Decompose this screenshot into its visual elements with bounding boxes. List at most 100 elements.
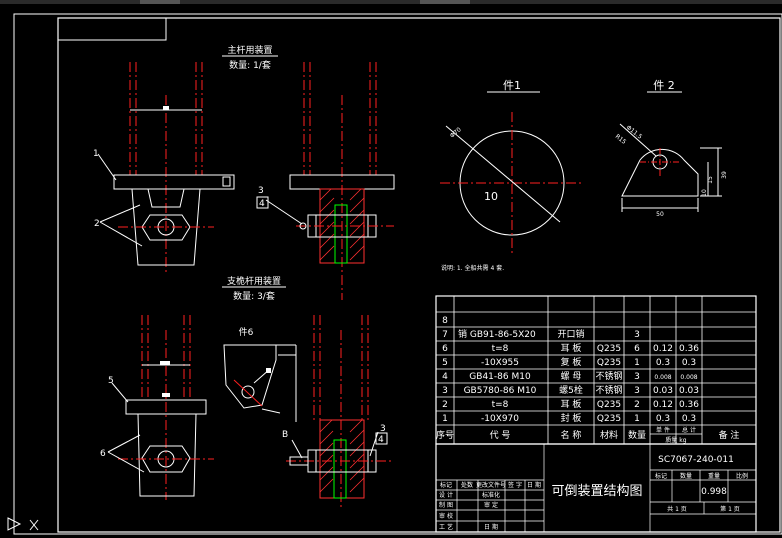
bom-row-2-mat: Q235 [597,400,621,410]
sign-r0-c0: 标记 [440,481,452,489]
part1-view: 件1 Φ70 10 说明: 1. 全船共需 4 套. [440,79,584,272]
part2-height: 39 [721,171,728,179]
bom-header-note: 备 注 [719,429,740,441]
bom-row-8-no: 8 [442,316,448,326]
toolbar-fragment [420,0,470,4]
bom-header-material: 材料 [600,429,618,441]
part6-detail: 件6 [223,326,297,422]
callout-1: 1 [93,149,99,159]
bom-row-4-name: 螺 母 [561,371,582,382]
part1-title: 件1 [503,79,521,92]
sign-r2-c0: 制 图 [439,501,453,509]
sign-r0-c4: 日 期 [527,481,541,489]
bom-row-5-code: -10X955 [481,358,519,368]
bom-row-4-qty: 3 [634,372,640,382]
bom-row-3-qty: 3 [634,386,640,396]
bom-row-6-code: t=8 [492,344,509,354]
general-note: 说明: 1. 全船共需 4 套. [441,264,504,272]
support-assembly-qty: 数量: 3/套 [233,290,275,302]
bom-row-4-no: 4 [442,372,448,382]
bom-row-5-unit: 0.3 [656,358,670,368]
part2-title: 件 2 [653,79,675,92]
bom-row-5-no: 5 [442,358,448,368]
part2-width: 50 [656,211,664,218]
bom-row-2-qty: 2 [634,400,640,410]
callout-b: B [282,430,288,440]
tb-label-mark: 标记 [655,472,667,480]
callout-2: 2 [94,219,100,229]
sheet-current: 第 1 页 [720,505,740,513]
bom-header-code: 代 号 [490,430,511,441]
callout-3: 3 [258,186,264,196]
bom-row-1-unit: 0.3 [656,414,670,424]
bom-header-no: 序号 [436,429,454,441]
bom-row-7-code: 销 GB91-86-5X20 [458,328,536,340]
callout-3-lower: 3 [380,424,386,434]
sign-r0-c3: 签 字 [508,481,522,489]
bom-row-1-no: 1 [442,414,448,424]
part2-hole: Φ11.5 [625,124,644,141]
bom-row-3-no: 3 [442,386,448,396]
callout-4-lower: 4 [378,435,384,445]
part1-thickness: 10 [484,190,498,203]
drawing-outer-frame [13,13,782,535]
support-front-view: 5 6 [100,315,214,500]
drawing-inner-frame [57,17,781,533]
bom-row-5-qty: 1 [634,358,640,368]
bom-row-2-code: t=8 [492,400,509,410]
tb-label-weight: 重量 [708,472,720,480]
part2-base-height: 10 [701,189,708,197]
bom-row-6-total: 0.36 [679,344,699,354]
sheet-total: 共 1 页 [667,505,687,513]
bom-row-1-name: 封 板 [561,412,582,424]
bom-row-3-total: 0.03 [679,386,699,396]
sign-r4-c2: 日 期 [484,523,498,531]
drawing-number: SC7067-240-011 [658,455,734,465]
part2-inner-height: 15 [707,176,714,184]
bom-header-qty: 数量 [628,429,646,441]
main-side-view: 3 4 [256,62,395,300]
sign-r1-c2: 标准化 [482,491,500,499]
drawing-number-box [57,17,167,41]
window-top-strip [0,0,782,4]
bom-row-3-name: 螺5栓 [559,384,583,396]
title-block: SC7067-240-011 可倒装置结构图 标记 数量 重量 比例 0.998… [435,443,757,533]
sign-r1-c0: 设 计 [439,491,453,499]
tb-label-qty: 数量 [680,472,692,480]
bom-row-2-no: 2 [442,400,448,410]
bom-row-2-total: 0.36 [679,400,699,410]
bom-row-4-mat: 不锈钢 [595,370,622,382]
part2-view: 件 2 Φ11.5 R15 50 39 15 10 [614,79,728,218]
bom-row-4-unit: 0.008 [654,374,671,381]
toolbar-fragment [140,0,180,4]
part1-diameter: Φ70 [449,126,463,139]
bom-header-mass: 质量 kg [665,436,686,444]
bom-row-6-unit: 0.12 [653,344,673,354]
bom-row-7-name: 开口销 [557,328,584,340]
bom-row-5-name: 复 板 [561,356,582,368]
bom-row-6-mat: Q235 [597,344,621,354]
bom-row-5-mat: Q235 [597,358,621,368]
bom-row-6-name: 耳 板 [561,342,582,354]
bom-row-1-mat: Q235 [597,414,621,424]
bom-header-unit: 单 件 [656,426,670,434]
bom-row-3-code: GB5780-86 M10 [464,386,537,396]
bom-row-7-no: 7 [442,330,448,340]
sign-r4-c0: 工 艺 [439,523,453,531]
sign-r0-c2: 更改文件号 [476,481,506,489]
callout-5: 5 [108,376,114,386]
sign-r2-c2: 审 定 [484,501,498,509]
sign-r3-c0: 审 校 [439,512,453,520]
sign-r0-c1: 处数 [461,481,473,489]
bom-row-6-qty: 6 [634,344,640,354]
bom-row-5-total: 0.3 [682,358,696,368]
bom-row-2-name: 耳 板 [561,398,582,410]
part6-label: 件6 [239,326,254,338]
bom-row-6-no: 6 [442,344,448,354]
bom-row-2-unit: 0.12 [653,400,673,410]
bom-row-1-total: 0.3 [682,414,696,424]
part2-radius: R15 [614,133,628,146]
bom-row-7-qty: 3 [634,330,640,340]
bill-of-materials: 8 7 销 GB91-86-5X20 开口销 3 6 t=8 耳 板 Q235 … [435,295,757,445]
